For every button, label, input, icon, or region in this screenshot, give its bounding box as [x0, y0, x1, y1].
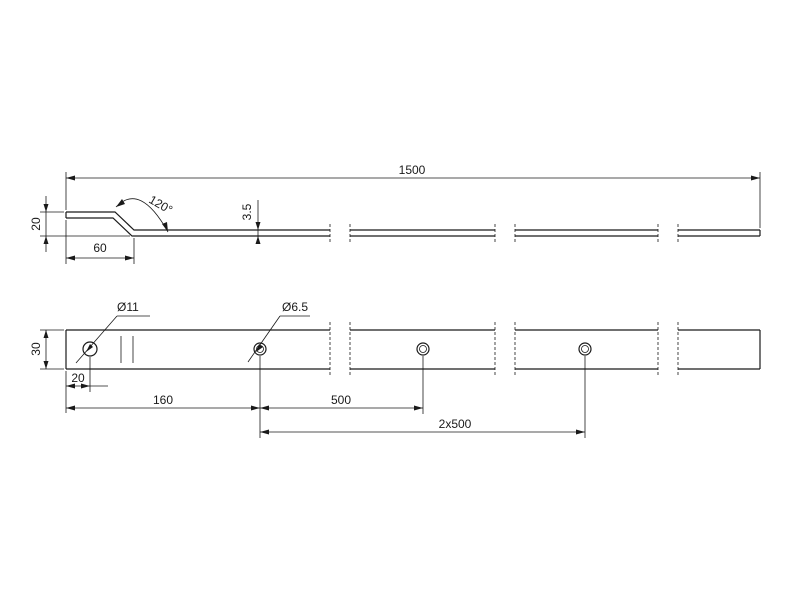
- dimension-width: 30: [29, 329, 64, 370]
- side-view-strip: [65, 211, 761, 242]
- offset-height-label: 20: [29, 217, 43, 231]
- top-view: Ø11 Ø6.5 30 20: [29, 300, 761, 438]
- dimension-offset-height: 20: [29, 196, 130, 252]
- small-hole-diameter-label: Ø6.5: [282, 300, 308, 314]
- dimension-bend-length: 60: [65, 220, 135, 264]
- first-hole-offset-label: 20: [71, 371, 85, 385]
- dimension-hole-pitch: 500: [260, 356, 424, 414]
- thickness-label: 3.5: [240, 203, 254, 220]
- large-hole: [82, 341, 98, 357]
- small-hole: [578, 342, 592, 356]
- dimension-small-hole-diameter: Ø6.5: [247, 300, 310, 363]
- dimension-total-length: 1500: [65, 163, 761, 228]
- first-small-hole-offset-label: 160: [153, 393, 173, 407]
- bend-length-label: 60: [93, 241, 107, 255]
- width-label: 30: [29, 342, 43, 356]
- dimension-first-small-hole-offset: 160: [66, 356, 261, 438]
- dimension-first-hole-offset: 20: [65, 357, 108, 413]
- small-hole: [416, 342, 430, 356]
- double-pitch-label: 2x500: [439, 417, 472, 431]
- large-hole-diameter-label: Ø11: [117, 300, 139, 314]
- dimension-large-hole-diameter: Ø11: [75, 300, 150, 364]
- dimension-bend-angle: 120°: [115, 192, 176, 233]
- dimension-double-pitch: 2x500: [260, 356, 586, 438]
- bend-angle-label: 120°: [147, 192, 176, 217]
- dimension-thickness: 3.5: [240, 200, 261, 244]
- hole-pitch-label: 500: [331, 393, 351, 407]
- total-length-label: 1500: [399, 163, 426, 177]
- top-view-strip: [65, 322, 761, 376]
- side-view: 1500 120° 20 60: [29, 163, 761, 264]
